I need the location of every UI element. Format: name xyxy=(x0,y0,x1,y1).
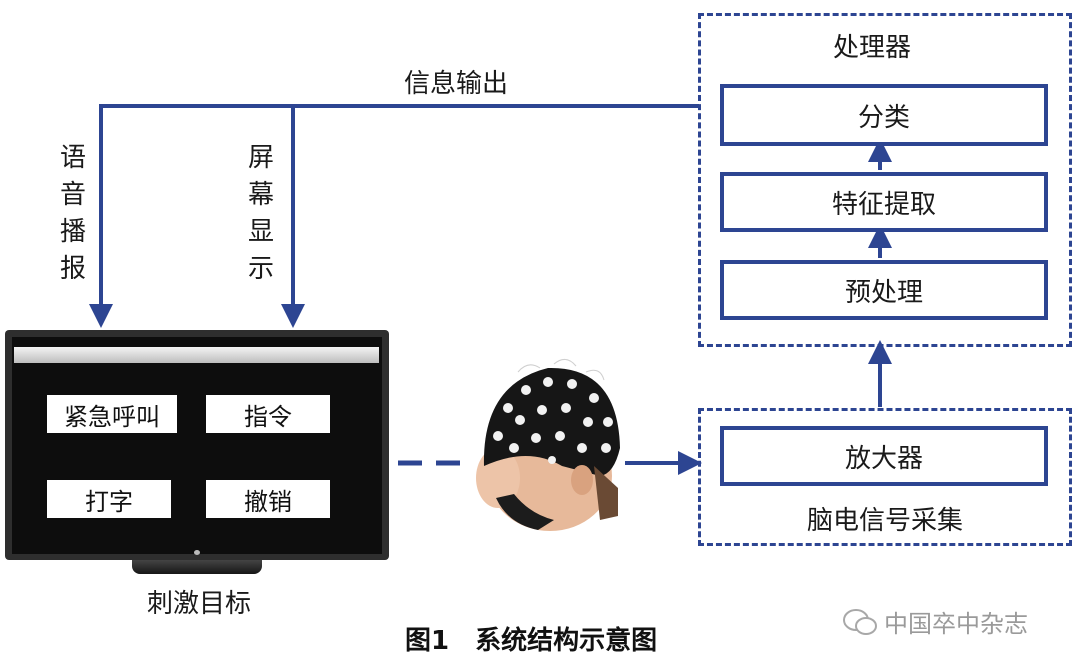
feature-extraction-box: 特征提取 xyxy=(720,172,1048,232)
stimulus-target-label: 刺激目标 xyxy=(147,589,252,619)
classification-box: 分类 xyxy=(720,84,1048,146)
screen-display-label: 屏 幕 显 示 xyxy=(247,143,274,284)
watermark: 中国卒中杂志 xyxy=(842,604,1028,639)
preprocessing-box: 预处理 xyxy=(720,260,1048,320)
monitor-stand xyxy=(132,560,262,574)
undo-button: 撤销 xyxy=(206,480,330,518)
eeg-acquisition-title: 脑电信号采集 xyxy=(807,506,964,536)
voice-broadcast-label: 语 音 播 报 xyxy=(59,143,86,284)
typing-button: 打字 xyxy=(47,480,171,518)
processor-title: 处理器 xyxy=(833,33,912,63)
power-light-icon xyxy=(194,550,200,555)
emergency-call-button: 紧急呼叫 xyxy=(47,395,177,433)
monitor-screen xyxy=(12,337,382,554)
amplifier-box: 放大器 xyxy=(720,426,1048,486)
eeg-cap-head-icon xyxy=(476,359,620,531)
screen-top-bar xyxy=(14,347,379,363)
eeg-acquisition-group xyxy=(698,408,1072,546)
figure-caption: 图1 系统结构示意图 xyxy=(405,626,658,656)
watermark-text: 中国卒中杂志 xyxy=(884,610,1028,638)
command-button: 指令 xyxy=(206,395,330,433)
info-output-label: 信息输出 xyxy=(404,69,509,99)
wechat-icon xyxy=(843,608,877,635)
processor-group xyxy=(698,13,1072,347)
